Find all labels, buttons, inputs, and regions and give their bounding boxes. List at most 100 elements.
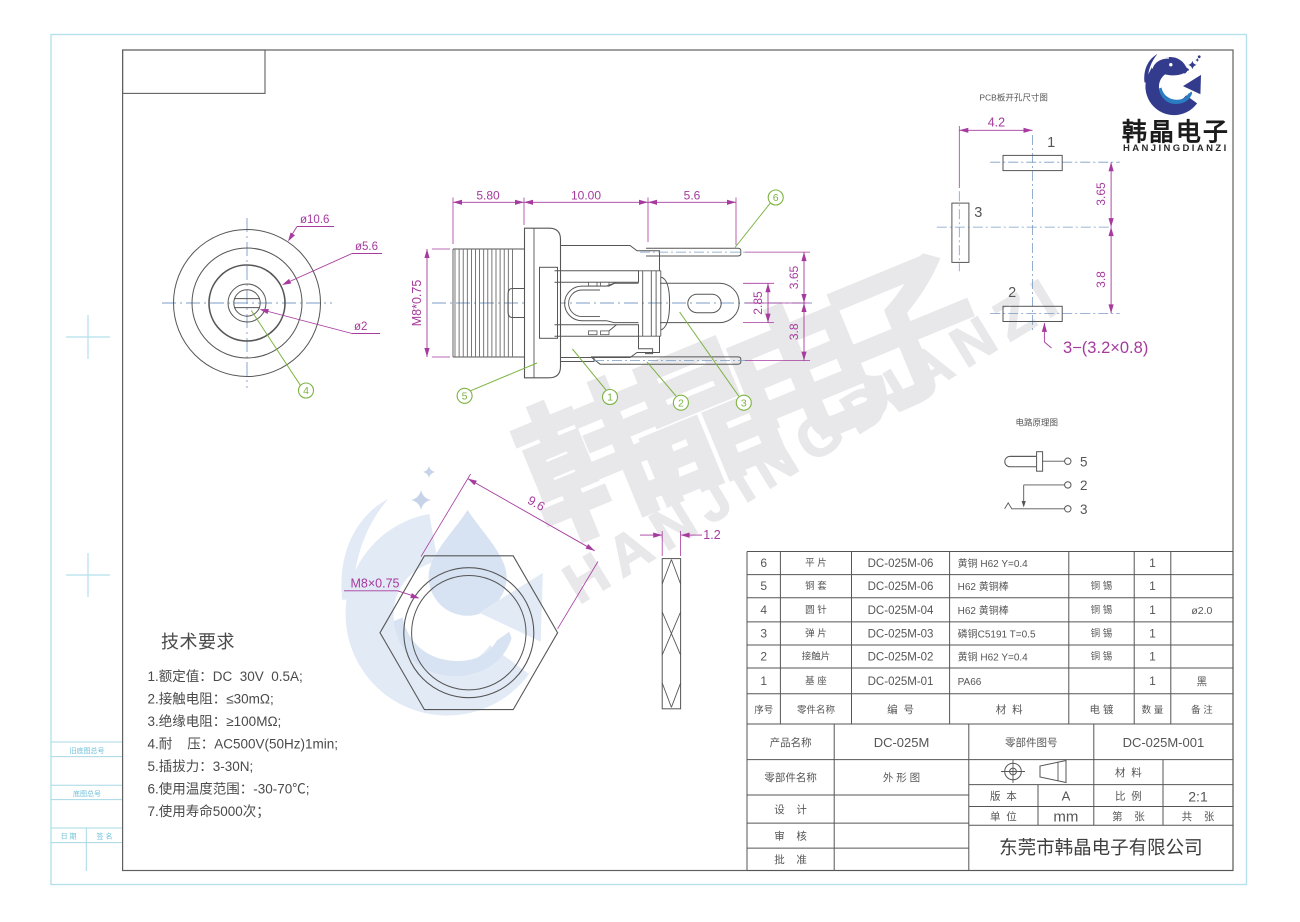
svg-text:基 座: 基 座	[805, 675, 827, 687]
svg-text:H62 黄铜棒: H62 黄铜棒	[958, 580, 1009, 593]
svg-text:4.耐 压：AC500V(50Hz)1min;: 4.耐 压：AC500V(50Hz)1min;	[148, 737, 339, 752]
svg-text:DC-025M-06: DC-025M-06	[868, 581, 934, 593]
svg-text:5.6: 5.6	[684, 189, 701, 203]
svg-text:旧底图总号: 旧底图总号	[70, 746, 105, 755]
svg-text:2:1: 2:1	[1188, 789, 1208, 805]
svg-text:铜 锡: 铜 锡	[1091, 580, 1113, 592]
svg-text:H62 黄铜棒: H62 黄铜棒	[958, 604, 1009, 617]
svg-text:日 期: 日 期	[61, 833, 77, 841]
svg-text:A: A	[1062, 789, 1071, 804]
svg-text:铜 套: 铜 套	[805, 580, 827, 592]
svg-text:ø5.6: ø5.6	[355, 241, 378, 253]
svg-text:DC-025M-02: DC-025M-02	[868, 652, 934, 664]
svg-text:ø2.0: ø2.0	[1191, 605, 1212, 617]
svg-text:签 名: 签 名	[97, 832, 113, 841]
svg-text:3: 3	[760, 626, 767, 640]
svg-text:mm: mm	[1053, 809, 1078, 826]
svg-text:5.插拔力：3-30N;: 5.插拔力：3-30N;	[148, 759, 254, 774]
svg-text:1: 1	[1149, 626, 1156, 640]
svg-text:1: 1	[760, 674, 767, 688]
svg-text:2: 2	[760, 650, 767, 664]
svg-text:接触片: 接触片	[802, 651, 831, 663]
svg-text:HANJINGDIANZI: HANJINGDIANZI	[1123, 143, 1229, 154]
svg-text:1: 1	[1149, 579, 1156, 593]
svg-text:编 号: 编 号	[887, 703, 914, 716]
svg-text:6: 6	[773, 192, 779, 204]
svg-text:弹 片: 弹 片	[805, 627, 827, 639]
svg-text:电 镀: 电 镀	[1090, 703, 1114, 716]
svg-text:5: 5	[760, 579, 767, 593]
svg-text:磷铜C5191 T=0.5: 磷铜C5191 T=0.5	[958, 627, 1036, 640]
svg-text:6.使用温度范围：-30-70℃;: 6.使用温度范围：-30-70℃;	[148, 781, 310, 797]
svg-text:圆 针: 圆 针	[805, 604, 827, 616]
svg-text:3.8: 3.8	[1094, 271, 1108, 288]
svg-text:铜 锡: 铜 锡	[1091, 604, 1113, 616]
svg-text:DC-025M-01: DC-025M-01	[868, 676, 934, 688]
svg-text:DC-025M-04: DC-025M-04	[868, 605, 934, 617]
svg-text:设 计: 设 计	[774, 803, 807, 816]
svg-text:版 本: 版 本	[990, 790, 1017, 803]
svg-text:产品名称: 产品名称	[770, 736, 812, 749]
svg-text:4: 4	[303, 385, 309, 397]
svg-text:1.额定值：DC 30V 0.5A;: 1.额定值：DC 30V 0.5A;	[148, 669, 303, 684]
svg-text:第 张: 第 张	[1112, 810, 1145, 823]
svg-text:1: 1	[607, 392, 613, 404]
svg-text:3−(3.2×0.8): 3−(3.2×0.8)	[1063, 339, 1148, 357]
svg-text:M8*0.75: M8*0.75	[410, 280, 424, 327]
svg-text:4: 4	[760, 603, 767, 617]
svg-text:2: 2	[1008, 285, 1016, 301]
svg-text:ø10.6: ø10.6	[300, 214, 329, 226]
svg-text:3.65: 3.65	[787, 265, 801, 289]
svg-text:序号: 序号	[754, 704, 773, 716]
svg-text:黑: 黑	[1197, 676, 1208, 688]
svg-text:M8×0.75: M8×0.75	[351, 577, 400, 591]
svg-text:共 张: 共 张	[1182, 811, 1215, 823]
svg-text:平 片: 平 片	[805, 557, 827, 569]
svg-text:比 例: 比 例	[1115, 790, 1142, 803]
svg-text:2.接触电阻：≤30mΩ;: 2.接触电阻：≤30mΩ;	[148, 691, 274, 707]
svg-text:ø2: ø2	[354, 321, 367, 333]
svg-text:零部件名称: 零部件名称	[764, 771, 817, 784]
svg-text:铜 锡: 铜 锡	[1091, 627, 1113, 639]
svg-text:4.2: 4.2	[988, 115, 1005, 129]
svg-text:DC-025M-03: DC-025M-03	[868, 628, 934, 640]
svg-text:东莞市韩晶电子有限公司: 东莞市韩晶电子有限公司	[999, 837, 1203, 858]
svg-text:底图总号: 底图总号	[73, 789, 101, 798]
svg-text:PA66: PA66	[958, 677, 982, 688]
svg-text:批 准: 批 准	[774, 853, 807, 866]
svg-text:审 核: 审 核	[774, 830, 807, 843]
svg-text:5.80: 5.80	[476, 189, 500, 203]
svg-text:3: 3	[741, 397, 747, 409]
svg-text:1: 1	[1149, 556, 1156, 570]
svg-text:电路原理图: 电路原理图	[1015, 418, 1058, 428]
svg-text:材 料: 材 料	[1115, 766, 1142, 779]
svg-text:5: 5	[462, 390, 468, 402]
svg-text:2.85: 2.85	[751, 291, 765, 315]
svg-text:黄铜 H62 Y=0.4: 黄铜 H62 Y=0.4	[958, 651, 1029, 664]
svg-text:5: 5	[1080, 454, 1088, 469]
svg-text:备 注: 备 注	[1191, 704, 1213, 716]
svg-text:单 位: 单 位	[990, 810, 1017, 823]
svg-text:零部件图号: 零部件图号	[1005, 736, 1058, 749]
svg-text:1: 1	[1149, 603, 1156, 617]
svg-text:技术要求: 技术要求	[161, 632, 235, 652]
svg-text:6: 6	[760, 556, 767, 570]
svg-text:3: 3	[1080, 502, 1088, 517]
svg-text:1: 1	[1149, 650, 1156, 664]
svg-text:韩晶电子: 韩晶电子	[1122, 119, 1230, 147]
svg-text:3.65: 3.65	[1094, 182, 1108, 206]
svg-text:零件名称: 零件名称	[797, 704, 836, 716]
svg-text:10.00: 10.00	[571, 189, 601, 203]
svg-text:1: 1	[1047, 135, 1055, 151]
svg-text:3.8: 3.8	[787, 323, 801, 340]
svg-text:7.使用寿命5000次；: 7.使用寿命5000次；	[148, 803, 270, 820]
svg-text:2: 2	[678, 397, 684, 409]
svg-text:外 形 图: 外 形 图	[883, 772, 920, 784]
svg-text:1.2: 1.2	[703, 528, 720, 542]
svg-text:铜 锡: 铜 锡	[1091, 651, 1113, 663]
svg-text:DC-025M-001: DC-025M-001	[1123, 735, 1205, 750]
svg-text:DC-025M-06: DC-025M-06	[868, 558, 934, 570]
svg-text:PCB板开孔尺寸图: PCB板开孔尺寸图	[979, 93, 1047, 103]
svg-text:3: 3	[974, 205, 982, 221]
svg-text:数 量: 数 量	[1142, 704, 1164, 716]
